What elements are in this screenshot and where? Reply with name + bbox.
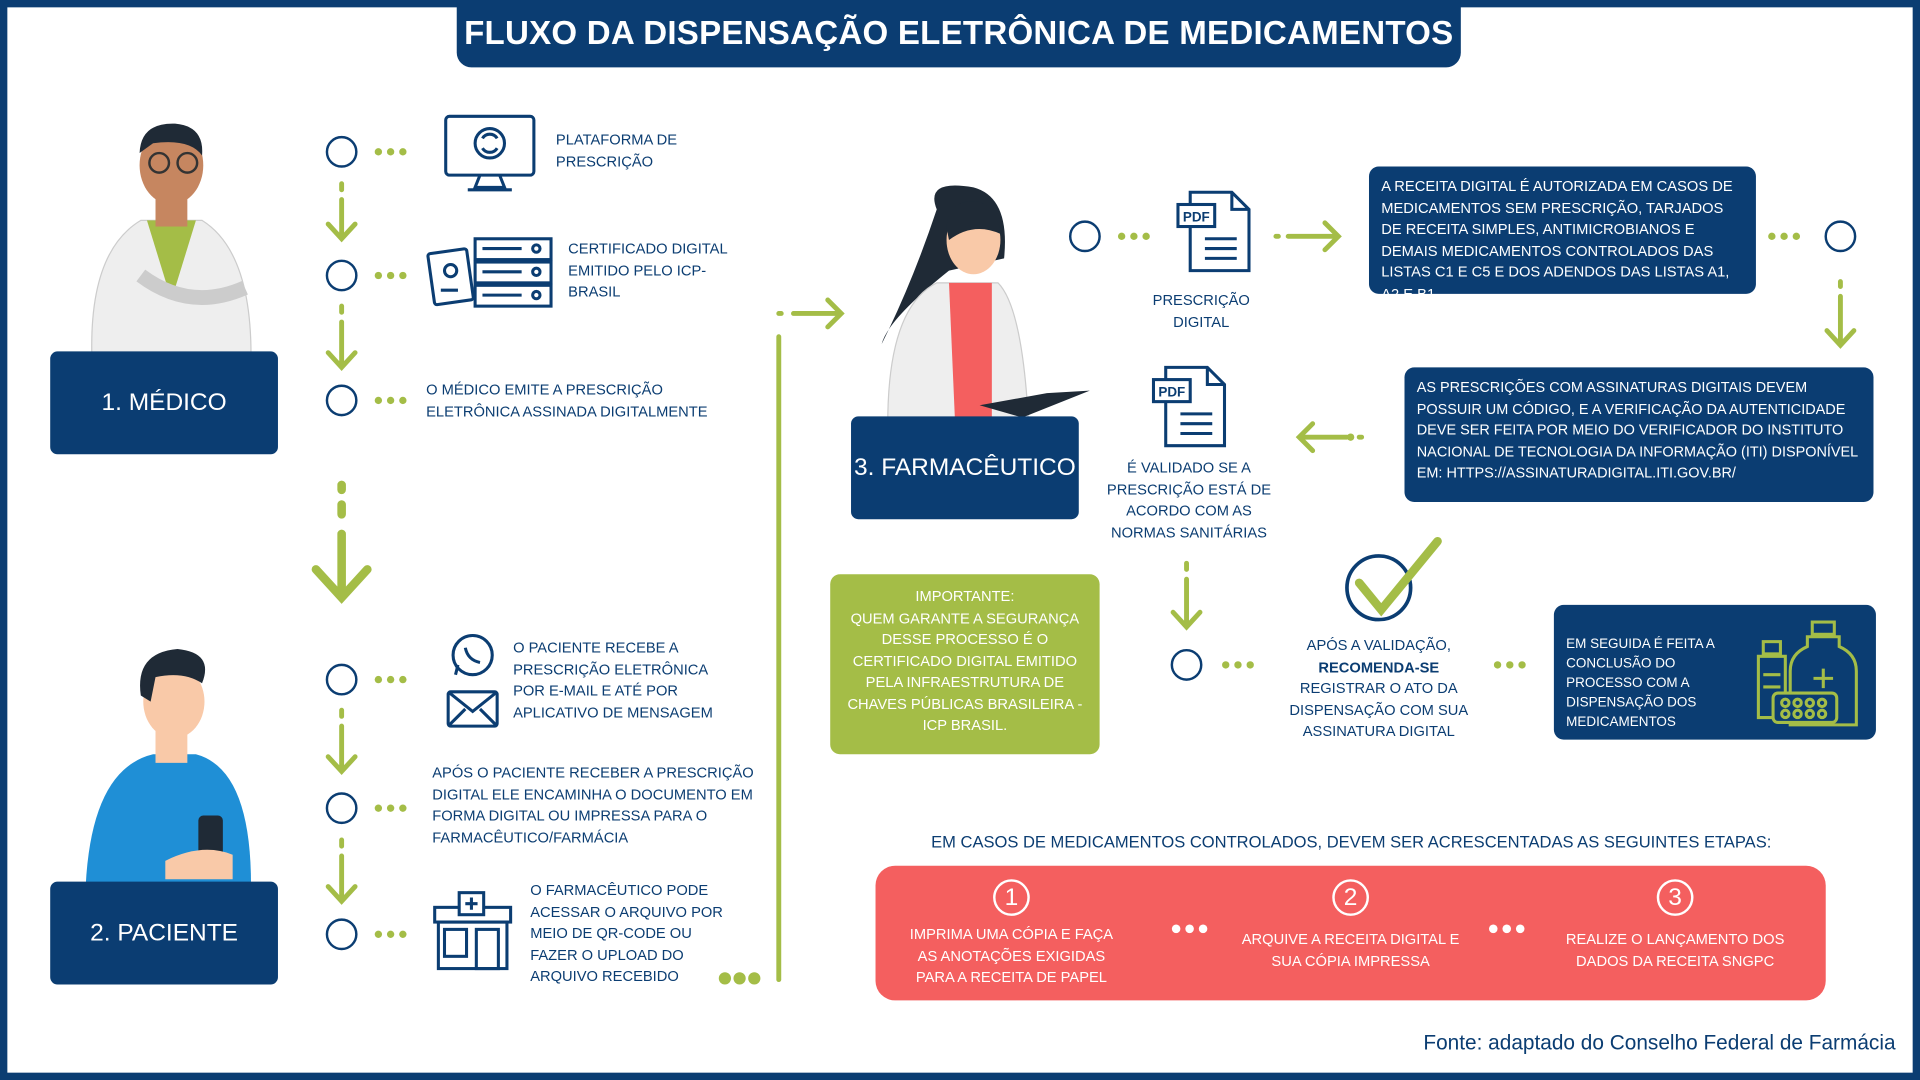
step-text: O FARMACÊUTICO PODE ACESSAR O ARQUIVO PO… bbox=[530, 881, 723, 985]
dots-connector bbox=[374, 675, 407, 684]
certificate-server-icon bbox=[426, 237, 553, 308]
dots-connector bbox=[1171, 924, 1208, 934]
arrow-down-icon bbox=[325, 181, 358, 243]
controlados-heading: EM CASOS DE MEDICAMENTOS CONTROLADOS, DE… bbox=[931, 832, 1772, 852]
dots-connector bbox=[1346, 433, 1355, 441]
step-number: 1 bbox=[993, 879, 1030, 916]
pdf-document-icon: PDF bbox=[1151, 365, 1227, 448]
step-marker bbox=[325, 663, 358, 696]
big-arrow-down-icon bbox=[311, 480, 372, 604]
step-marker bbox=[325, 384, 358, 417]
page-title: FLUXO DA DISPENSAÇÃO ELETRÔNICA DE MEDIC… bbox=[456, 0, 1461, 68]
svg-text:PDF: PDF bbox=[1183, 210, 1210, 225]
whatsapp-mail-icon bbox=[446, 633, 499, 728]
dots-connector bbox=[374, 148, 407, 156]
autorizada-info-box: A RECEITA DIGITAL É AUTORIZADA EM CASOS … bbox=[1368, 166, 1756, 302]
step-text: CERTIFICADO DIGITAL EMITIDO PELO ICP-BRA… bbox=[568, 240, 728, 301]
dots-connector bbox=[374, 271, 407, 280]
dots-connector bbox=[1488, 924, 1525, 934]
checkmark-icon bbox=[1345, 536, 1442, 622]
step-text: O PACIENTE RECEBE A PRESCRIÇÃO ELETRÔNIC… bbox=[513, 639, 713, 721]
controlados-step-text: IMPRIMA UMA CÓPIA E FAÇA AS ANOTAÇÕES EX… bbox=[909, 925, 1114, 986]
dots-connector bbox=[1117, 232, 1150, 241]
conclusao-box: EM SEGUIDA É FEITA A CONCLUSÃO DO PROCES… bbox=[1553, 604, 1876, 740]
step-number: 2 bbox=[1332, 879, 1369, 916]
dots-connector bbox=[374, 930, 407, 938]
arrow-down-icon bbox=[1170, 560, 1203, 631]
step-marker bbox=[325, 135, 358, 168]
recomenda-text: RECOMENDA-SE bbox=[1318, 658, 1440, 676]
step-marker bbox=[1824, 220, 1857, 253]
prescricao-label: PRESCRIÇÃO DIGITAL bbox=[1152, 291, 1250, 331]
paciente-label: 2. PACIENTE bbox=[50, 881, 278, 985]
arrow-down-icon bbox=[325, 303, 358, 371]
dots-connector bbox=[718, 972, 761, 985]
arrow-right-icon bbox=[776, 297, 845, 330]
step-text: PLATAFORMA DE PRESCRIÇÃO bbox=[555, 131, 678, 170]
farmaceutico-label: 3. FARMACÊUTICO bbox=[851, 416, 1079, 520]
medico-label: 1. MÉDICO bbox=[50, 351, 278, 455]
arrow-down-icon bbox=[325, 707, 358, 776]
dots-connector bbox=[1222, 661, 1254, 669]
registro-text: APÓS A VALIDAÇÃO, RECOMENDA-SE REGISTRAR… bbox=[1269, 636, 1489, 743]
step-text: APÓS O PACIENTE RECEBER A PRESCRIÇÃO DIG… bbox=[432, 764, 754, 846]
svg-text:PDF: PDF bbox=[1158, 385, 1185, 400]
step-marker bbox=[325, 792, 358, 825]
arrow-left-icon bbox=[1295, 421, 1365, 454]
step-marker bbox=[1068, 220, 1101, 253]
pdf-document-icon: PDF bbox=[1176, 190, 1251, 273]
importante-box: IMPORTANTE: QUEM GARANTE A SEGURANÇA DES… bbox=[830, 574, 1100, 755]
registrar-text: REGISTRAR O ATO DA DISPENSAÇÃO COM SUA A… bbox=[1289, 679, 1469, 740]
apos-text: APÓS A VALIDAÇÃO, bbox=[1306, 636, 1451, 654]
dots-connector bbox=[1768, 232, 1801, 241]
controlados-steps-box: 1 IMPRIMA UMA CÓPIA E FAÇA AS ANOTAÇÕES … bbox=[875, 865, 1826, 1001]
validado-text: É VALIDADO SE A PRESCRIÇÃO ESTÁ DE ACORD… bbox=[1106, 459, 1272, 541]
arrow-right-icon bbox=[1273, 220, 1342, 253]
patient-illustration bbox=[85, 648, 252, 886]
step-number: 3 bbox=[1656, 879, 1694, 916]
step-marker bbox=[325, 259, 358, 292]
dots-connector bbox=[374, 396, 407, 405]
pharmacy-building-icon bbox=[433, 891, 513, 971]
dots-connector bbox=[374, 804, 407, 812]
doctor-illustration bbox=[91, 123, 252, 356]
importante-heading: IMPORTANTE: bbox=[915, 587, 1015, 605]
pharmacist-illustration bbox=[881, 185, 1090, 425]
arrow-down-icon bbox=[325, 837, 358, 905]
step-text: O MÉDICO EMITE A PRESCRIÇÃO ELETRÔNICA A… bbox=[426, 380, 708, 420]
medicine-bottles-icon bbox=[1756, 620, 1858, 727]
step-marker bbox=[1170, 648, 1203, 681]
arrow-down-icon bbox=[1824, 279, 1857, 349]
controlados-step-text: ARQUIVE A RECEITA DIGITAL E SUA CÓPIA IM… bbox=[1241, 930, 1460, 970]
step-marker bbox=[325, 918, 358, 951]
assinaturas-info-box: AS PRESCRIÇÕES COM ASSINATURAS DIGITAIS … bbox=[1404, 367, 1874, 503]
dots-connector bbox=[1493, 661, 1526, 669]
importante-text: QUEM GARANTE A SEGURANÇA DESSE PROCESSO … bbox=[847, 609, 1083, 734]
monitor-sync-icon bbox=[444, 114, 536, 192]
controlados-step-text: REALIZE O LANÇAMENTO DOS DADOS DA RECEIT… bbox=[1565, 930, 1785, 970]
source-credit: Fonte: adaptado do Conselho Federal de F… bbox=[1423, 1031, 1896, 1055]
conclusao-text: EM SEGUIDA É FEITA A CONCLUSÃO DO PROCES… bbox=[1566, 636, 1715, 730]
